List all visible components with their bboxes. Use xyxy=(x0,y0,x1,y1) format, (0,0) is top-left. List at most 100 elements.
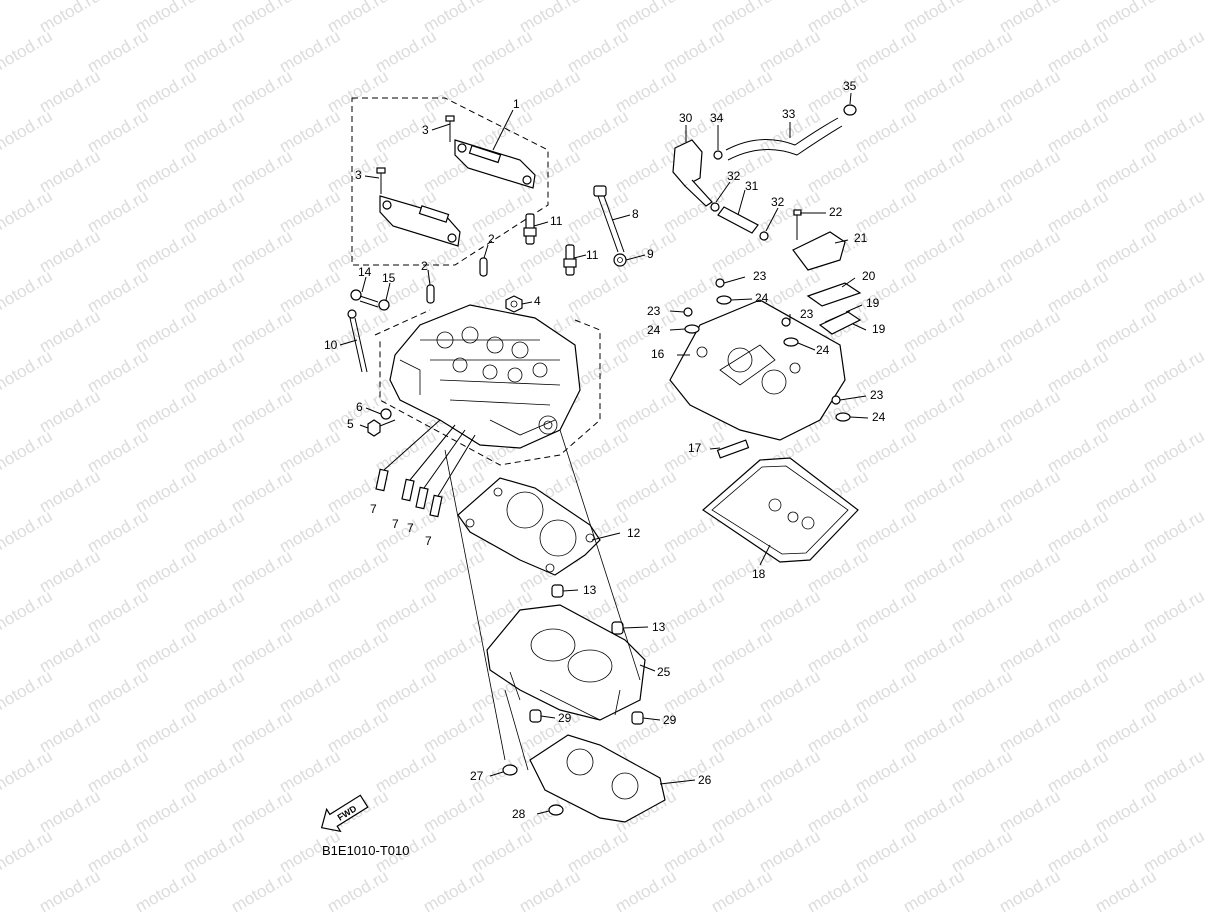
spark-plug-right xyxy=(563,244,577,276)
cap-bolt-upper xyxy=(445,115,455,142)
cylinder-head xyxy=(374,304,601,466)
callout-18: 18 xyxy=(752,567,766,581)
callout-34: 34 xyxy=(710,111,724,125)
callout-4: 4 xyxy=(534,294,541,308)
dowel-13-right xyxy=(611,621,624,635)
callout-10: 10 xyxy=(324,338,338,352)
bolt-22 xyxy=(793,209,802,240)
nut-4 xyxy=(505,295,523,313)
callout-11-right: 11 xyxy=(586,248,599,262)
callout-29-right: 29 xyxy=(663,713,677,727)
callout-25: 25 xyxy=(657,665,671,679)
callout-20: 20 xyxy=(862,269,876,283)
cylinder-head-gasket xyxy=(457,477,601,576)
bolt-5 xyxy=(367,419,396,437)
cylinder-block xyxy=(486,604,646,721)
callout-9: 9 xyxy=(647,247,654,261)
callout-3-lower: 3 xyxy=(355,168,362,182)
callout-29-left: 29 xyxy=(558,711,572,725)
callout-labels: 1 3 3 2 2 11 11 8 9 4 14 15 10 6 5 7 7 7… xyxy=(324,79,886,821)
guide-lines xyxy=(444,429,641,771)
callout-23-c: 23 xyxy=(800,307,814,321)
callout-30: 30 xyxy=(679,111,693,125)
callout-23-a: 23 xyxy=(753,269,767,283)
forward-direction-arrow: FWD xyxy=(320,794,369,833)
callout-26: 26 xyxy=(698,773,712,787)
callout-2-left: 2 xyxy=(421,259,428,273)
callout-7-c: 7 xyxy=(407,521,414,535)
callout-7-a: 7 xyxy=(370,502,377,516)
callout-19-lower: 19 xyxy=(872,322,886,336)
callout-22: 22 xyxy=(829,205,843,219)
callout-5: 5 xyxy=(347,417,354,431)
callout-33: 33 xyxy=(782,107,796,121)
callout-23-b: 23 xyxy=(647,304,661,318)
callout-23-d: 23 xyxy=(870,388,884,402)
cylinder-base-gasket xyxy=(529,734,666,823)
dowel-pin-right xyxy=(479,257,488,277)
callout-7-d: 7 xyxy=(425,534,432,548)
plate-17 xyxy=(716,439,750,459)
cylinder-head-cover xyxy=(669,299,846,441)
cap-bolt-lower xyxy=(376,167,386,194)
washer-6 xyxy=(380,408,392,420)
bolt-14 xyxy=(350,289,379,308)
callout-13-lower: 13 xyxy=(652,620,666,634)
callout-35: 35 xyxy=(843,79,857,93)
callout-28: 28 xyxy=(512,807,526,821)
callout-19-upper: 19 xyxy=(866,296,880,310)
callout-21: 21 xyxy=(854,231,868,245)
callout-17: 17 xyxy=(688,441,702,455)
callout-16: 16 xyxy=(651,347,665,361)
dowel-13-left xyxy=(551,584,564,598)
callout-24-b: 24 xyxy=(647,323,661,337)
reed-plate-20 xyxy=(806,282,862,307)
hose-clamp-34 xyxy=(713,150,723,160)
callout-1: 1 xyxy=(513,97,520,111)
hose-clamp-32b xyxy=(759,231,769,241)
bolt-10 xyxy=(347,309,368,373)
valve-cover-gasket xyxy=(702,457,859,563)
callout-24-d: 24 xyxy=(872,410,886,424)
callout-24-c: 24 xyxy=(816,343,830,357)
dowel-29-left xyxy=(529,709,542,723)
callout-32-lower: 32 xyxy=(771,195,785,209)
camshaft-cap-lower xyxy=(379,195,461,247)
callout-3-upper: 3 xyxy=(422,123,429,137)
reed-valve-19 xyxy=(818,310,862,335)
camshaft-cap-upper xyxy=(454,139,536,189)
callout-13-upper: 13 xyxy=(583,583,597,597)
o-ring-28 xyxy=(548,804,564,816)
air-cut-valve-30 xyxy=(672,139,713,207)
callout-11-left: 11 xyxy=(550,214,563,228)
callout-12: 12 xyxy=(627,526,641,540)
dowel-27 xyxy=(502,764,518,776)
callout-leaders xyxy=(339,92,869,815)
callout-27: 27 xyxy=(470,769,484,783)
hose-31 xyxy=(717,206,759,234)
washer-15 xyxy=(378,299,390,311)
dowel-29-right xyxy=(631,711,644,725)
dowel-pin-left xyxy=(426,284,435,304)
hose-33 xyxy=(725,117,843,161)
air-cut-cover-21 xyxy=(792,231,846,271)
bolts-23 xyxy=(683,278,841,405)
cylinder-head-bolt xyxy=(593,185,625,253)
callout-31: 31 xyxy=(745,179,759,193)
callout-32-upper: 32 xyxy=(727,169,741,183)
stud-bolts xyxy=(375,419,476,518)
callout-24-a: 24 xyxy=(755,291,769,305)
callout-7-b: 7 xyxy=(392,517,399,531)
spark-plug-left xyxy=(523,213,537,245)
hose-clamp-35 xyxy=(843,104,857,116)
diagram-code: B1E1010-T010 xyxy=(322,843,410,858)
callout-15: 15 xyxy=(382,271,396,285)
callout-14: 14 xyxy=(358,265,372,279)
hose-clamp-32a xyxy=(710,202,720,212)
callout-6: 6 xyxy=(356,400,363,414)
callout-8: 8 xyxy=(632,207,639,221)
washer-9 xyxy=(613,253,627,267)
callout-2-right: 2 xyxy=(488,232,495,246)
camshaft-cap-group-outline xyxy=(351,97,549,266)
